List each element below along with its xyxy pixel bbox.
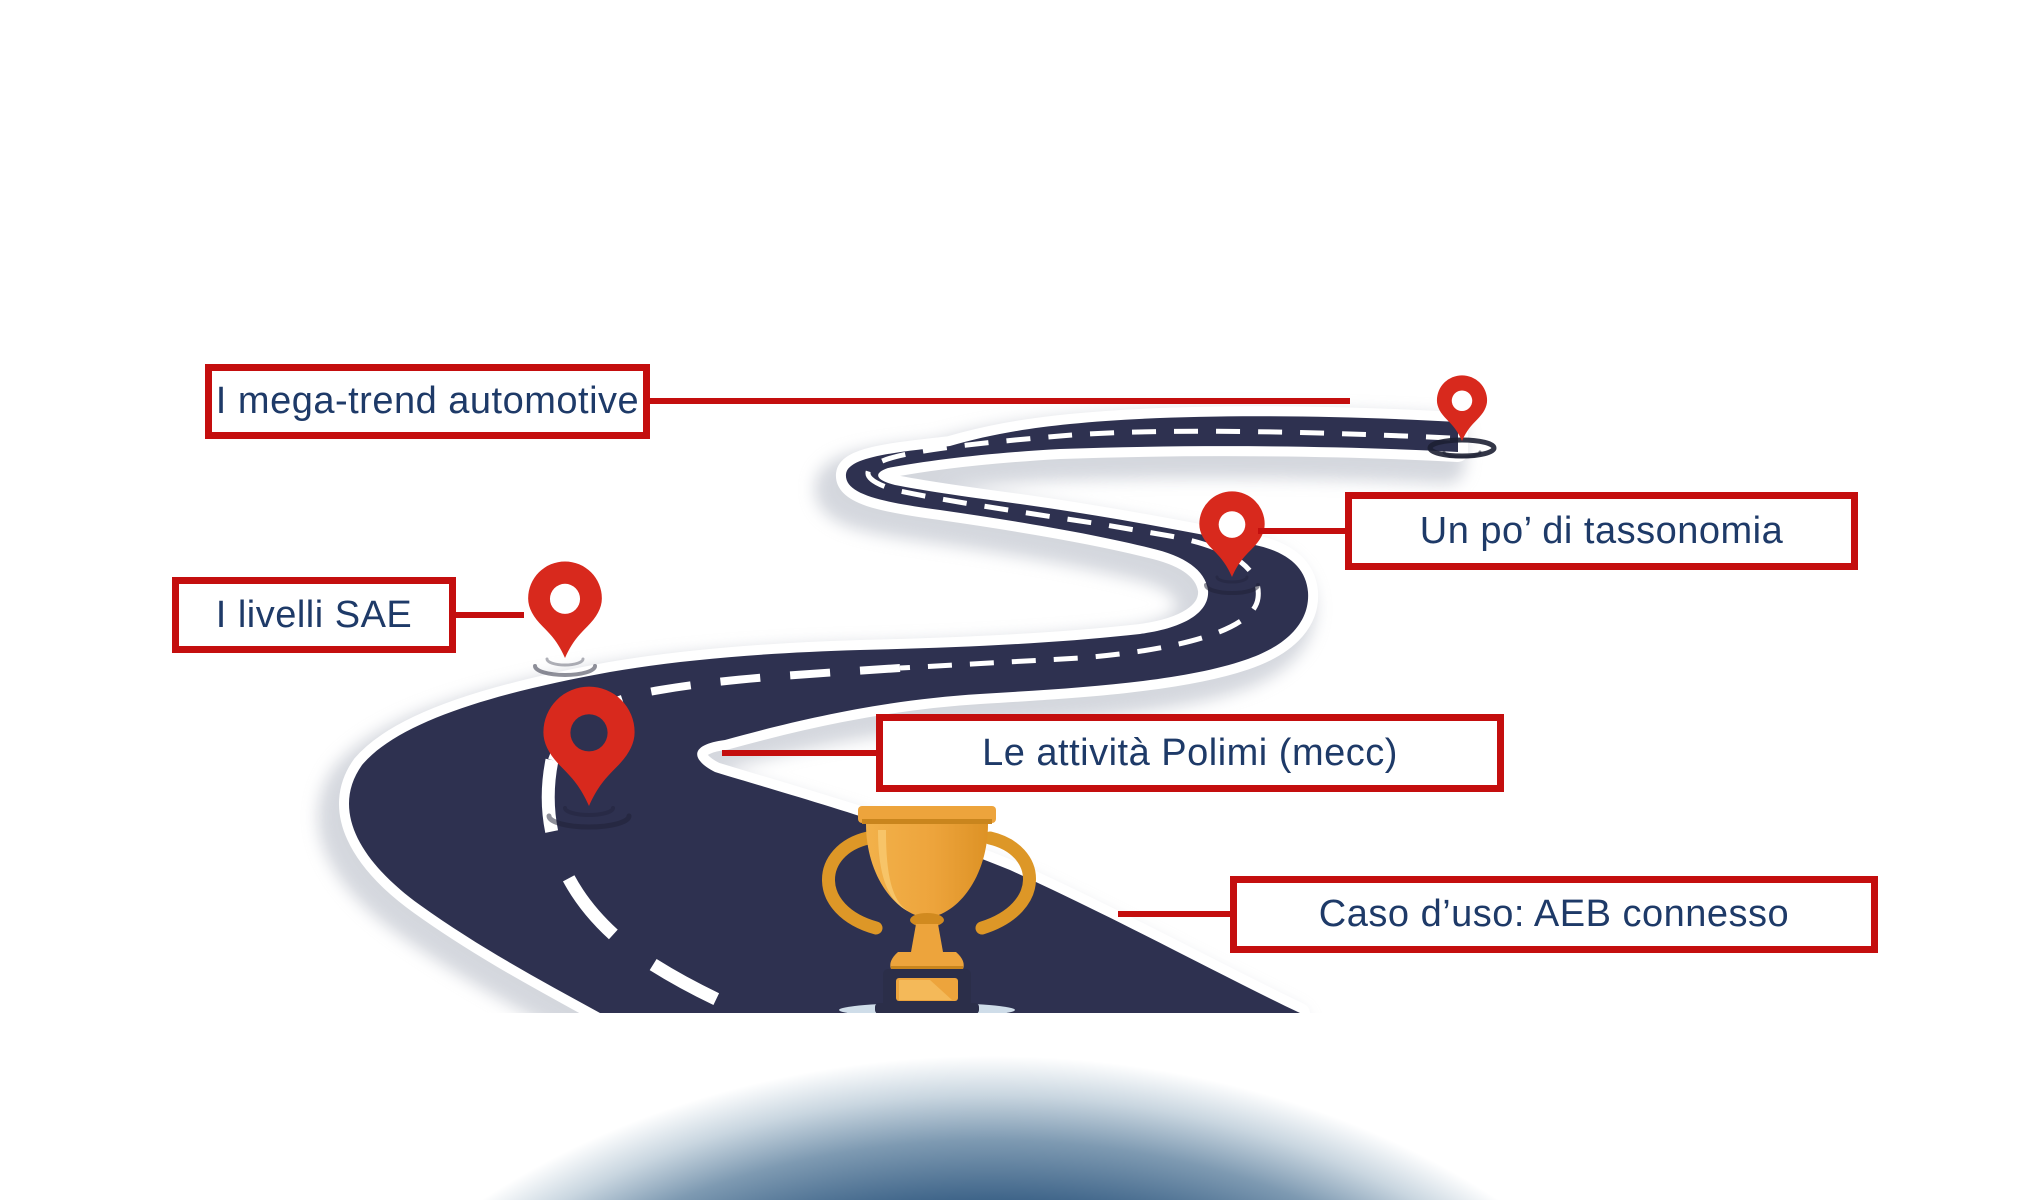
road-centerline-near xyxy=(541,758,764,1013)
connector-line xyxy=(650,398,1350,404)
connector-line xyxy=(1258,528,1348,534)
milestone-label-livelli-sae: I livelli SAE xyxy=(172,577,456,653)
pin-ripple-shadows xyxy=(533,437,1497,830)
road xyxy=(348,416,1459,1013)
milestone-text: Un po’ di tassonomia xyxy=(1419,509,1784,552)
milestone-label-caso-uso-aeb: Caso d’uso: AEB connesso xyxy=(1230,876,1878,953)
location-pin-icon xyxy=(543,686,635,806)
road-centerline-far xyxy=(865,428,1451,671)
globe-gradient xyxy=(481,1056,1499,1200)
milestone-text: I mega-trend automotive xyxy=(215,380,640,422)
milestone-text: Caso d’uso: AEB connesso xyxy=(1318,893,1790,935)
connector-line xyxy=(456,612,524,618)
milestone-text: Le attività Polimi (mecc) xyxy=(982,731,1398,774)
milestone-text: I livelli SAE xyxy=(215,593,413,636)
road-centerline-mid xyxy=(548,664,901,762)
location-pin-icon xyxy=(1199,491,1265,577)
connector-line xyxy=(1118,911,1232,917)
milestone-label-tassonomia: Un po’ di tassonomia xyxy=(1345,492,1858,570)
milestone-pins xyxy=(528,375,1488,806)
trophy-icon xyxy=(822,806,1036,1013)
milestone-label-attivita-polimi: Le attività Polimi (mecc) xyxy=(876,714,1504,792)
location-pin-icon xyxy=(528,561,602,658)
milestone-label-mega-trend: I mega-trend automotive xyxy=(205,364,650,439)
location-pin-icon xyxy=(1436,375,1488,442)
connector-line xyxy=(722,750,878,756)
